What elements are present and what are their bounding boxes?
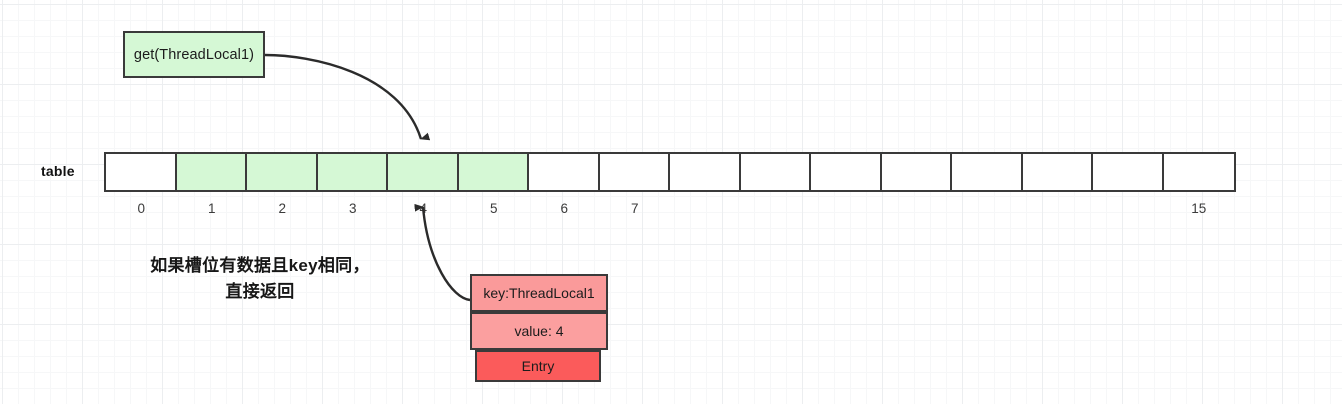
table-index-label-15: 15: [1191, 201, 1207, 216]
table-index-label-4: 4: [419, 201, 427, 216]
entry-title-label: Entry: [521, 358, 555, 374]
table-cell-4[interactable]: [388, 154, 459, 190]
entry-key-box[interactable]: key:ThreadLocal1: [470, 274, 608, 312]
table-cell-2[interactable]: [247, 154, 318, 190]
table-index-label-6: 6: [560, 201, 568, 216]
condition-note: 如果槽位有数据且key相同， 直接返回: [110, 253, 410, 305]
entry-title-box[interactable]: Entry: [475, 350, 601, 382]
table-cell-3[interactable]: [317, 154, 388, 190]
table-index-label-0: 0: [137, 201, 145, 216]
condition-note-line-2: 直接返回: [225, 282, 295, 301]
table-index-label-2: 2: [278, 201, 286, 216]
table-index-label-5: 5: [489, 201, 498, 216]
entry-value-box[interactable]: value: 4: [470, 312, 608, 350]
table-cell-13[interactable]: [1022, 154, 1093, 190]
table-cell-8[interactable]: [670, 154, 741, 190]
condition-note-line-1: 如果槽位有数据且key相同，: [150, 256, 370, 275]
table-index-label-3: 3: [348, 201, 357, 216]
call-to-slot-arrow: [264, 53, 431, 141]
table-cell-5[interactable]: [458, 154, 529, 190]
table-cell-6[interactable]: [529, 154, 600, 190]
table-cell-10[interactable]: [811, 154, 882, 190]
entry-key-label: key:ThreadLocal1: [483, 285, 595, 301]
table-cell-7[interactable]: [599, 154, 670, 190]
table-cell-9[interactable]: [740, 154, 811, 190]
get-call-label: get(ThreadLocal1): [133, 46, 255, 63]
table-cell-14[interactable]: [1093, 154, 1164, 190]
table-label: table: [41, 163, 75, 179]
table-cell-0[interactable]: [106, 154, 177, 190]
table-cell-15[interactable]: [1163, 154, 1234, 190]
table-cell-12[interactable]: [952, 154, 1023, 190]
entry-to-slot-arrow: [414, 203, 471, 302]
table-cell-11[interactable]: [881, 154, 952, 190]
table-cell-1[interactable]: [176, 154, 247, 190]
entry-value-label: value: 4: [514, 323, 564, 339]
get-call-box[interactable]: get(ThreadLocal1): [123, 31, 265, 78]
table-index-label-1: 1: [207, 201, 216, 216]
table-row: [104, 152, 1236, 192]
table-index-label-7: 7: [630, 201, 639, 216]
